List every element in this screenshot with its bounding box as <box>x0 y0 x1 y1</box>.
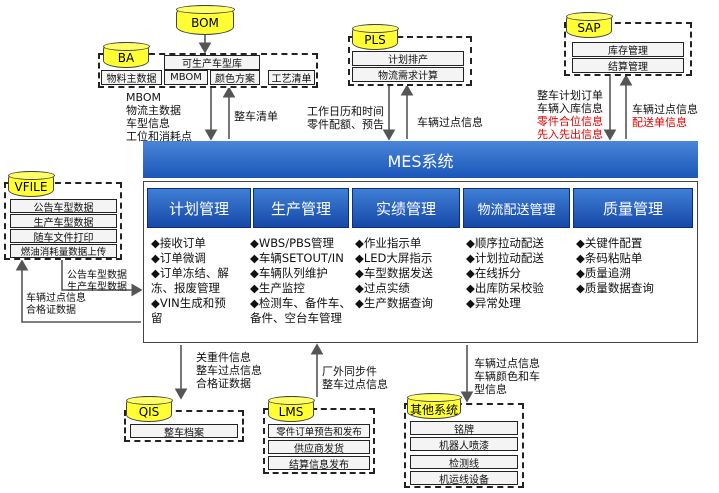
flow-ba-to-mes-label: MBOM 物流主数据 车型信息 工位和消耗点 <box>126 91 192 143</box>
sap-system-icon: SAP <box>565 11 613 38</box>
ba-system-icon: BA <box>102 41 150 68</box>
lms-item-supplier: 供应商发货 <box>268 440 370 454</box>
pls-system-icon: PLS <box>351 23 399 50</box>
arrow-vfile-to-mes <box>61 259 143 297</box>
ba-item-material: 物料主数据 <box>101 70 162 85</box>
sap-item-settlement: 结算管理 <box>572 58 684 73</box>
mes-module-results: 实绩管理 <box>352 188 460 228</box>
flow-sap-to-mes-highlight: 零件合位信息 先入先出信息 <box>537 115 603 141</box>
ba-label: BA <box>117 51 135 65</box>
ba-item-color: 颜色方案 <box>210 70 260 85</box>
ba-item-process: 工艺清单 <box>268 70 315 85</box>
sap-label: SAP <box>577 21 601 35</box>
mes-features-results: ◆作业指示单 ◆LED大屏指示 ◆车型数据发送 ◆过点实绩 ◆生产数据查询 <box>355 236 433 310</box>
flow-mes-to-vfile-label: 车辆过点信息 合格证数据 <box>26 293 86 316</box>
bom-system-icon: BOM <box>175 4 235 35</box>
vfile-system-icon: VFILE <box>7 170 55 197</box>
lms-item-settlement: 结算信息发布 <box>268 456 370 470</box>
flow-sap-to-mes-label: 整车计划订单 车辆入库信息 <box>537 89 603 115</box>
flow-mes-to-sap-highlight: 配送单信息 <box>632 116 687 129</box>
flow-lms-to-mes-label: 厂外同步件 整车过点信息 <box>322 365 388 391</box>
other-label: 其他系统 <box>409 402 458 417</box>
ba-item-top: 可生产车型库 <box>164 55 260 70</box>
lms-item-order: 零件订单预告和发布 <box>268 424 370 438</box>
flow-mes-to-pls-label: 车辆过点信息 <box>417 116 483 129</box>
qis-item-archive: 整车档案 <box>130 424 238 438</box>
mes-features-quality: ◆关键件配置 ◆条码粘贴单 ◆质量追溯 ◆质量数据查询 <box>576 236 654 295</box>
vfile-item-production: 生产车型数据 <box>10 214 117 228</box>
other-item-robot: 机器人喷漆 <box>410 437 518 451</box>
ba-item-mbom: MBOM <box>164 70 208 85</box>
mes-module-production: 生产管理 <box>253 188 349 228</box>
sap-item-inventory: 库存管理 <box>572 42 684 57</box>
mes-features-plan: ◆接收订单 ◆订单微调 ◆订单冻结、解 冻、报废管理 ◆VIN生成和预 留 <box>151 236 229 325</box>
vfile-item-print: 随车文件打印 <box>10 229 117 243</box>
vfile-item-announce: 公告车型数据 <box>10 199 117 213</box>
arrow-mes-to-vfile <box>15 259 141 323</box>
flow-vfile-to-mes-label: 公告车型数据 生产车型数据 <box>67 270 127 293</box>
lms-label: LMS <box>278 405 304 419</box>
lms-system-icon: LMS <box>267 395 315 422</box>
other-system-icon: 其他系统 <box>406 392 462 419</box>
mes-features-production: ◆WBS/PBS管理 ◆车辆SETOUT/IN ◆车辆队列维护 ◆生产监控 ◆检… <box>250 236 351 325</box>
flow-mes-to-ba-label: 整车清单 <box>234 110 278 123</box>
flow-mes-to-other-label: 车辆过点信息 车辆颜色和车 型信息 <box>474 357 540 396</box>
qis-label: QIS <box>138 405 160 419</box>
pls-label: PLS <box>364 33 386 47</box>
flow-pls-to-mes-label: 工作日历和时间 零件配额、预告 <box>307 105 384 131</box>
vfile-label: VFILE <box>14 180 48 194</box>
bom-label: BOM <box>191 16 219 30</box>
other-item-nameplate: 铭牌 <box>410 421 518 435</box>
other-item-conveyor: 机运线设备 <box>410 471 518 485</box>
flow-mes-to-sap-label: 车辆过点信息 <box>632 103 698 116</box>
pls-item-scheduling: 计划排产 <box>352 51 464 66</box>
mes-module-plan: 计划管理 <box>147 188 251 228</box>
mes-module-logistics: 物流配送管理 <box>463 188 570 228</box>
mes-module-quality: 质量管理 <box>573 188 693 228</box>
vfile-item-fuel: 燃油消耗量数据上传 <box>10 244 117 258</box>
mes-system-header: MES系统 <box>143 141 698 178</box>
qis-system-icon: QIS <box>125 395 173 422</box>
pls-item-logistics: 物流需求计算 <box>352 67 464 82</box>
flow-mes-to-qis-label: 关重件信息 整车过点信息 合格证数据 <box>196 351 262 390</box>
other-item-testline: 检测线 <box>410 455 518 469</box>
mes-features-logistics: ◆顺序拉动配送 ◆计划拉动配送 ◆在线拆分 ◆出库防呆校验 ◆异常处理 <box>466 236 544 310</box>
